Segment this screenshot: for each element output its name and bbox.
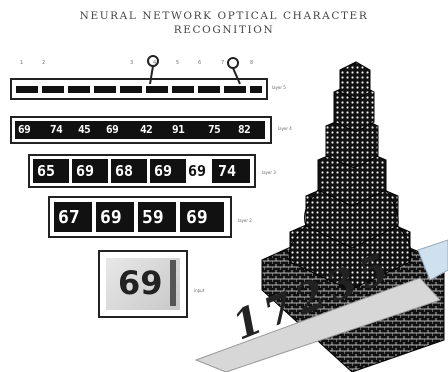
- tower-block: [340, 62, 370, 100]
